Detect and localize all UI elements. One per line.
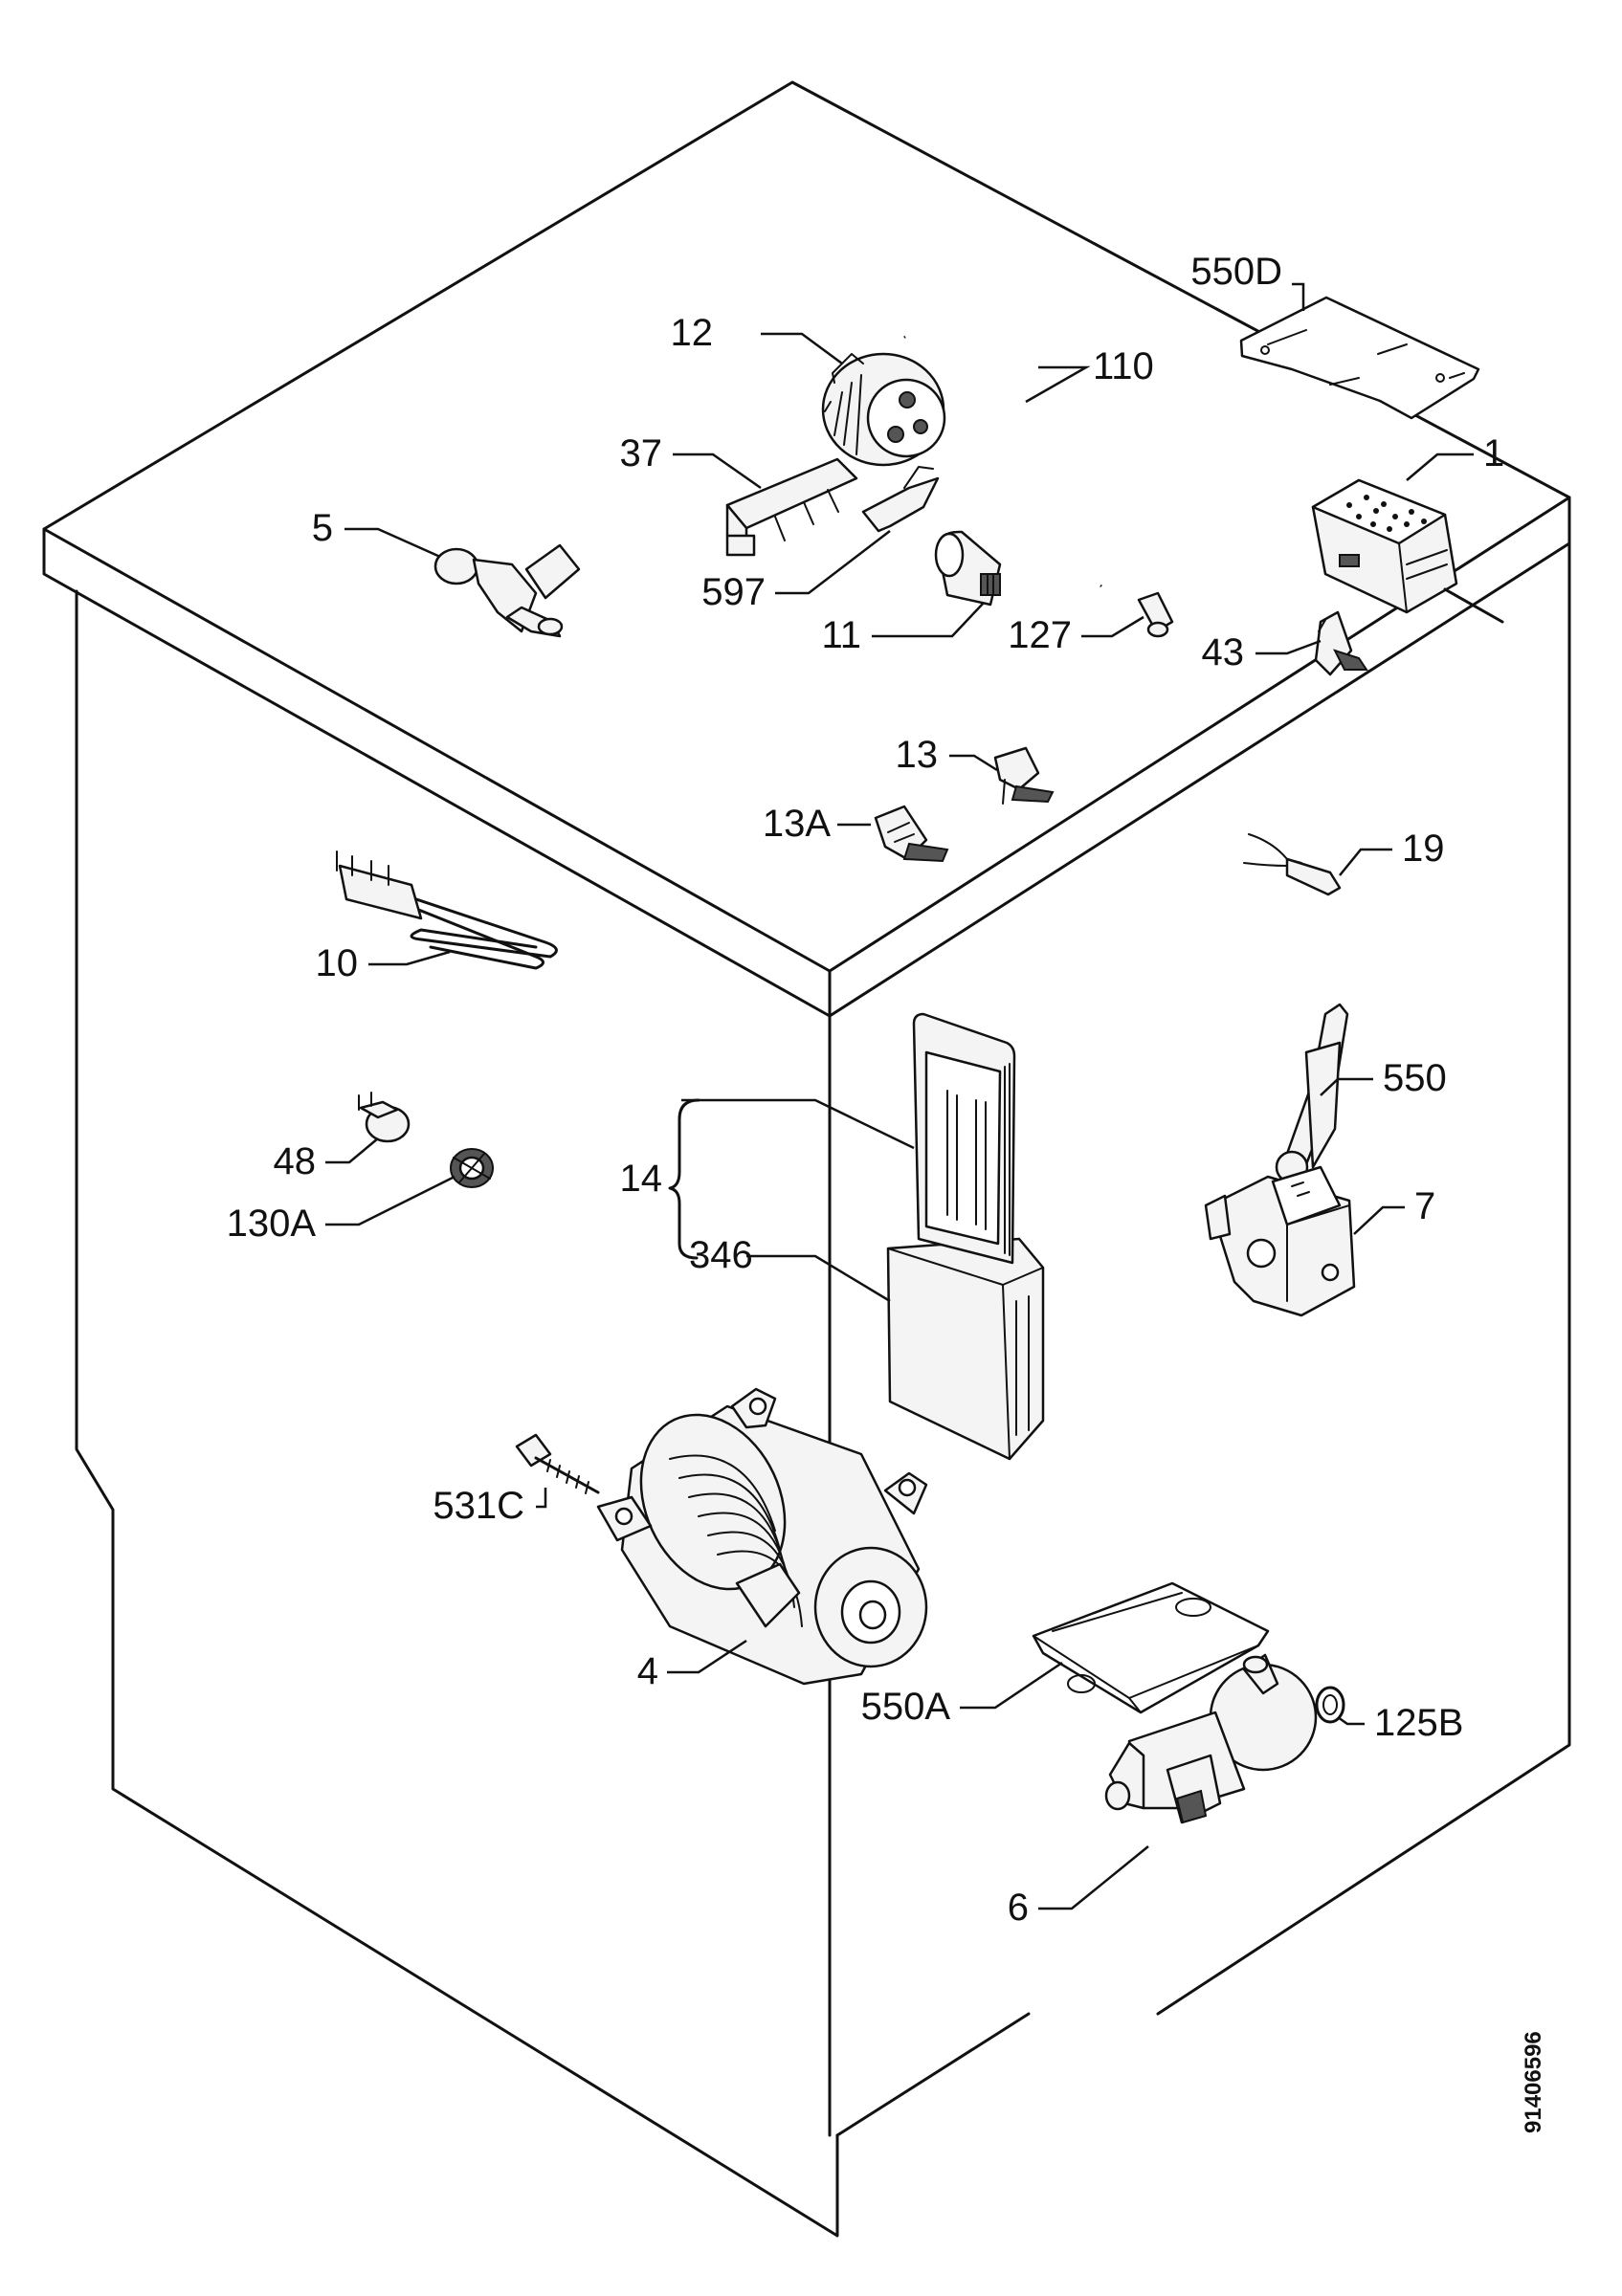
leader-lines [325,282,1474,1910]
part-19-ntc-sensor [1243,833,1342,896]
label-12: 12 [671,312,714,354]
part-550d-cover-plate [1239,296,1480,420]
part-110-hose [903,324,1102,587]
part-597-bracket [861,466,940,533]
label-550a: 550A [861,1686,951,1728]
part-125b-seal [1315,1686,1345,1724]
part-346-dispenser-drawer [886,1237,1045,1461]
part-127-fitting [1137,591,1174,638]
part-14-dispenser-flap [912,1012,1016,1265]
part-13a-connector [874,805,949,863]
label-550: 550 [1383,1057,1447,1099]
label-37: 37 [620,432,663,475]
label-11: 11 [821,614,861,656]
label-531c: 531C [433,1485,524,1527]
part-550-lever [1275,1003,1349,1184]
part-37-terminal-block [725,457,858,557]
label-14: 14 [620,1158,663,1200]
label-346: 346 [689,1234,753,1276]
label-43: 43 [1202,631,1245,673]
label-4: 4 [637,1650,658,1692]
label-10: 10 [316,942,359,984]
part-48-thermostat [358,1092,411,1143]
document-id: 91406596 [1521,2031,1546,2133]
part-531c-screw [515,1433,600,1494]
label-1: 1 [1483,432,1504,475]
part-13-connector [993,746,1055,805]
part-11-capacitor [934,530,1002,607]
part-7-door-interlock [1204,1165,1356,1317]
label-6: 6 [1008,1887,1029,1929]
part-6-drain-pump [1104,1653,1318,1824]
part-12-pressure-switch [821,352,946,467]
part-550a-pad [1032,1581,1270,1714]
label-597: 597 [701,571,766,613]
bracket-brace [668,1098,700,1260]
label-13a: 13A [763,803,831,845]
part-43-door-switch [1314,610,1368,676]
label-19: 19 [1402,828,1445,870]
label-127: 127 [1008,614,1072,656]
label-125b: 125B [1374,1702,1463,1744]
part-1-programme-timer [1311,478,1504,624]
label-7: 7 [1414,1185,1435,1227]
part-5-inlet-valve [433,543,581,638]
label-550d: 550D [1190,251,1282,293]
label-5: 5 [312,507,333,549]
part-10-heater-element [336,850,558,970]
label-130a: 130A [227,1203,317,1245]
label-110: 110 [1093,345,1154,387]
label-48: 48 [274,1140,317,1182]
part-130a-knob [450,1148,494,1188]
label-13: 13 [896,734,939,776]
part-4-motor [596,1387,928,1686]
